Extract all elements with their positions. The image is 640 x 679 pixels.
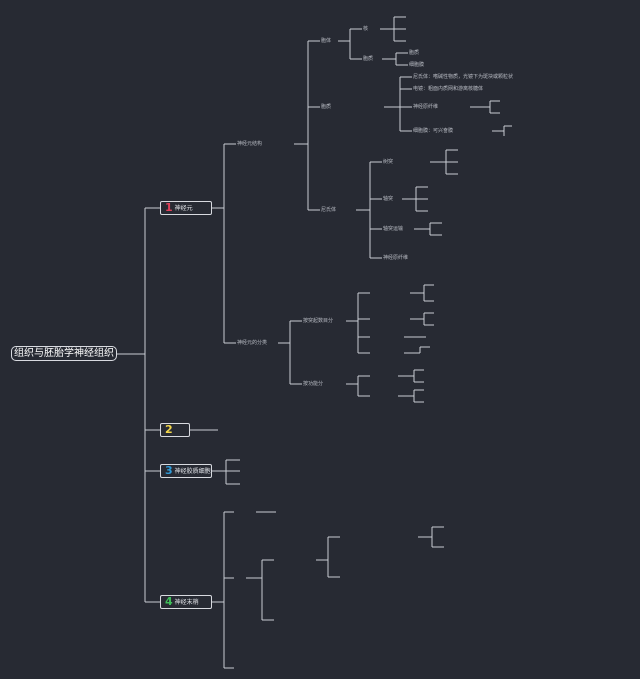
branch-4-label: 神经末梢	[174, 599, 199, 606]
branch-4-number: 4	[165, 595, 173, 608]
branch-3-label: 神经胶质细胞	[174, 468, 211, 475]
branch-1-number: 1	[165, 201, 173, 214]
nissl-body-note[interactable]: 尼氏体：嗜碱性物质，光镜下为斑块或颗粒状	[413, 74, 514, 80]
branch-2-node[interactable]: 2	[160, 423, 190, 437]
axon-node[interactable]: 轴突	[383, 196, 394, 202]
processes-node[interactable]: 尼氏体	[321, 207, 337, 213]
branch-1-label: 神经元	[174, 205, 193, 212]
neuron-structure-node[interactable]: 神经元结构	[237, 141, 263, 147]
nissl-em-note[interactable]: 电镜：粗面内质网和游离核糖体	[413, 86, 484, 92]
dendrite-node[interactable]: 树突	[383, 159, 394, 165]
branch-2-number: 2	[165, 423, 173, 436]
cell-body-node[interactable]: 胞体	[321, 38, 332, 44]
axon-transport-node[interactable]: 轴突运输	[383, 226, 404, 232]
by-process-count-node[interactable]: 按突起数目分	[303, 318, 334, 324]
cell-body-item[interactable]: 核	[363, 26, 369, 32]
membrane-note[interactable]: 细胞膜：可兴奋膜	[413, 128, 454, 134]
cytoplasm-item[interactable]: 胞质	[409, 50, 420, 56]
processes-extra[interactable]: 神经原纤维	[383, 255, 409, 261]
membrane-item[interactable]: 细胞膜	[409, 62, 425, 68]
root-topic[interactable]: 组织与胚胎学神经组织	[11, 346, 117, 361]
by-function-node[interactable]: 按功能分	[303, 381, 324, 387]
cell-body-item[interactable]: 胞质	[363, 56, 374, 62]
branch-3-number: 3	[165, 464, 173, 477]
neuron-classification-node[interactable]: 神经元的分类	[237, 340, 268, 346]
cytoplasm-node[interactable]: 胞质	[321, 104, 332, 110]
neurofibril-node[interactable]: 神经原纤维	[413, 104, 439, 110]
